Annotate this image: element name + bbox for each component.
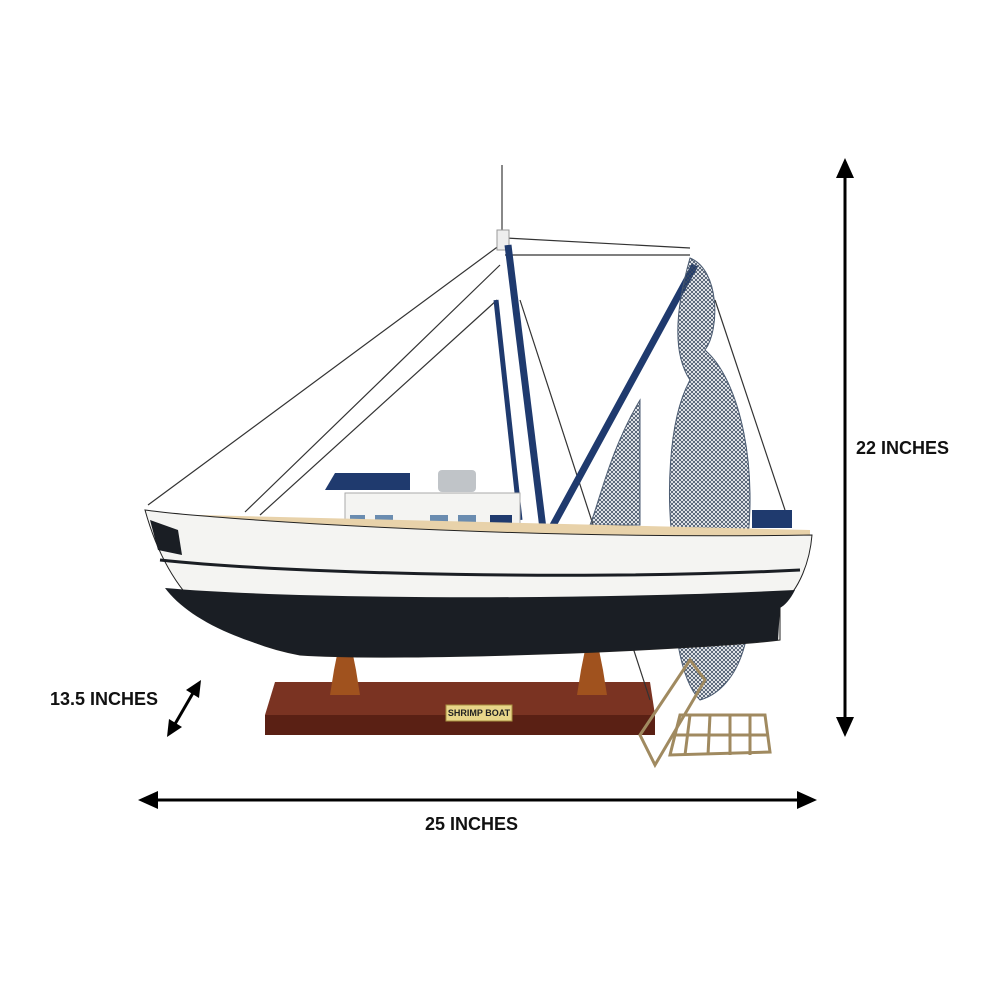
height-label: 22 INCHES xyxy=(856,438,950,458)
shrimp-trap xyxy=(638,657,772,769)
hull xyxy=(144,509,813,658)
depth-label: 13.5 INCHES xyxy=(50,689,159,709)
width-label: 25 INCHES xyxy=(425,814,519,834)
width-arrow xyxy=(138,791,817,809)
name-plaque: SHRIMP BOAT xyxy=(447,708,511,718)
masts xyxy=(493,165,699,546)
height-arrow xyxy=(836,158,854,737)
pedestals xyxy=(330,650,607,695)
display-base xyxy=(265,682,655,735)
depth-arrow xyxy=(167,680,201,737)
